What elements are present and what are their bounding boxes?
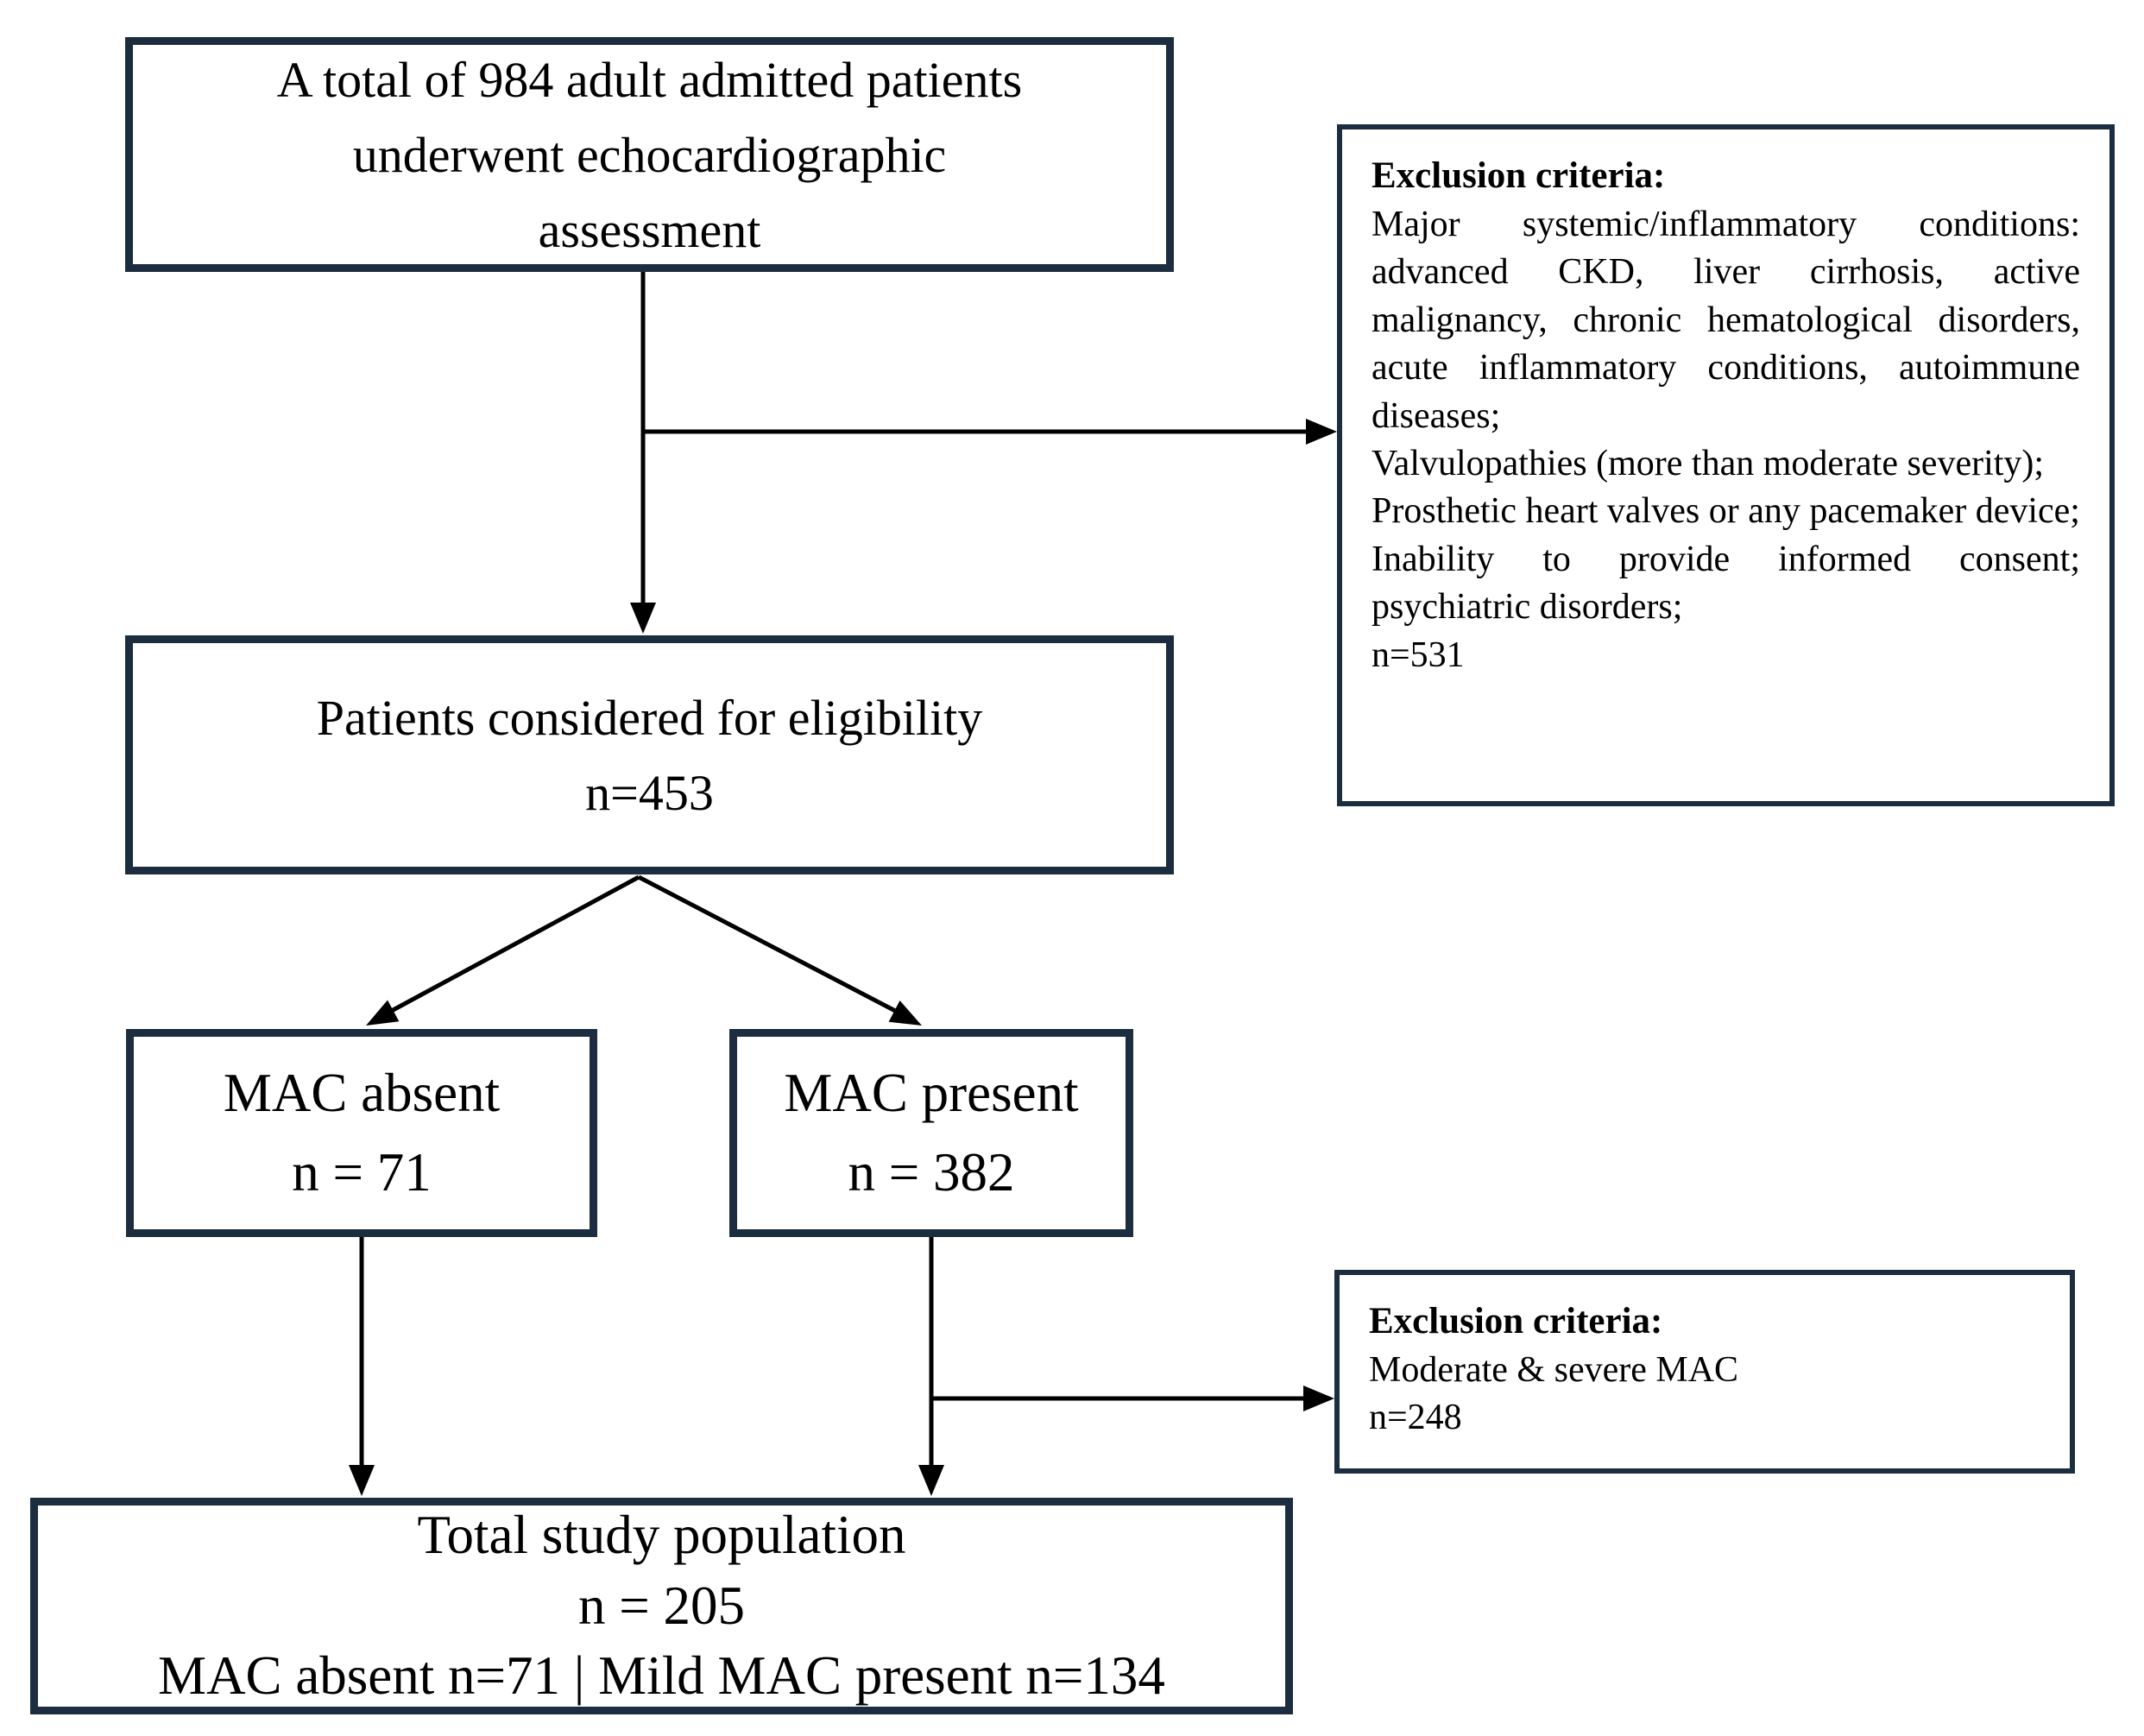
box-total-admitted: A total of 984 adult admitted patients u…	[125, 37, 1174, 272]
arrow-mac-present-to-total	[918, 1237, 944, 1496]
exclusion1-count: n=531	[1372, 634, 1465, 675]
box-mac-absent-label: MAC absent	[223, 1063, 501, 1124]
box-total-admitted-line-3: assessment	[538, 201, 761, 258]
box-mac-present-count: n = 382	[848, 1141, 1015, 1203]
box-eligibility-count: n=453	[585, 764, 714, 821]
arrow-to-exclusion1	[643, 419, 1337, 445]
exclusion2-title: Exclusion criteria:	[1369, 1301, 1663, 1341]
exclusion2-item-mac: Moderate & severe MAC	[1369, 1349, 1739, 1390]
box-total-admitted-line-2: underwent echocardiographic	[352, 126, 947, 183]
arrow-mac-absent-to-total	[349, 1237, 375, 1496]
box-mac-absent: MAC absent n = 71	[126, 1029, 597, 1237]
box-total-population: Total study population n = 205 MAC absen…	[30, 1498, 1293, 1714]
box-total-admitted-line-1: A total of 984 adult admitted patients	[276, 51, 1023, 108]
arrow-to-exclusion2	[931, 1386, 1334, 1411]
box-exclusion-criteria-2: Exclusion criteria: Moderate & severe MA…	[1334, 1270, 2075, 1474]
exclusion1-title: Exclusion criteria:	[1372, 155, 1666, 196]
arrow-top-to-eligibility	[630, 270, 656, 634]
box-mac-present-label: MAC present	[784, 1063, 1079, 1124]
box-exclusion-criteria-1: Exclusion criteria: Major systemic/infla…	[1337, 124, 2115, 806]
arrow-eligibility-to-mac-absent	[366, 874, 640, 1026]
box-eligibility-line-1: Patients considered for eligibility	[316, 689, 983, 746]
box-total-population-breakdown: MAC absent n=71 | Mild MAC present n=134	[158, 1645, 1165, 1707]
box-total-population-count: n = 205	[577, 1575, 746, 1636]
exclusion1-item-consent: Inability to provide informed consent; p…	[1372, 539, 2080, 628]
exclusion1-item-prosthetic: Prosthetic heart valves or any pacemaker…	[1372, 491, 2080, 532]
exclusion2-count: n=248	[1369, 1398, 1462, 1438]
arrow-eligibility-to-mac-present	[637, 874, 922, 1026]
exclusion1-item-systemic: Major systemic/inflammatory conditions: …	[1372, 204, 2080, 436]
box-total-population-line-1: Total study population	[417, 1504, 906, 1565]
box-eligibility: Patients considered for eligibility n=45…	[125, 635, 1174, 874]
box-mac-present: MAC present n = 382	[729, 1029, 1133, 1237]
box-mac-absent-count: n = 71	[292, 1141, 432, 1203]
exclusion1-item-valvulopathies: Valvulopathies (more than moderate sever…	[1372, 443, 2045, 483]
